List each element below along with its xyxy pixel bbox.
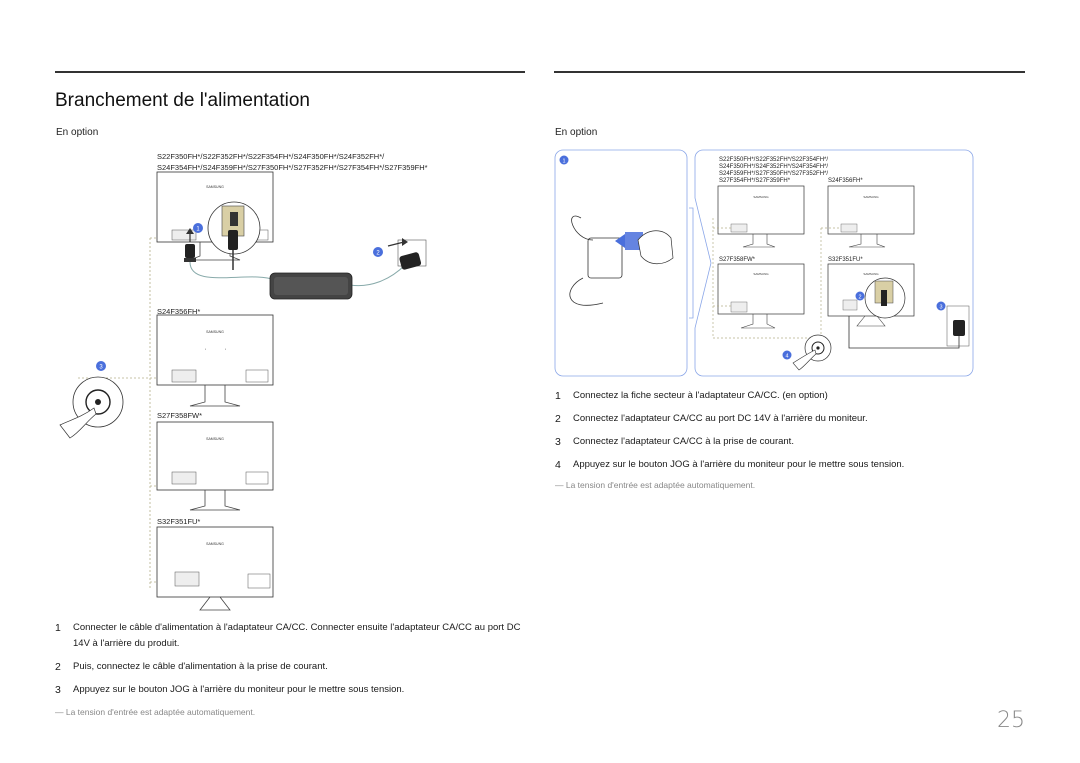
right-callout-4-text: 4 bbox=[785, 354, 788, 360]
left-callout-2-text: 2 bbox=[376, 251, 380, 257]
left-step-3-number: 3 bbox=[55, 684, 61, 696]
right-step-4: 4 Appuyez sur le bouton JOG à l'arrière d… bbox=[555, 457, 975, 473]
left-step-2-number: 2 bbox=[55, 661, 61, 673]
right-callout-1-text: 1 bbox=[562, 159, 565, 165]
page-title: Branchement de l'alimentation bbox=[55, 90, 310, 111]
right-model-list-line1: S22F350FH*/S22F352FH*/S22F354FH*/ bbox=[719, 157, 829, 163]
right-connection-diagram: 1 SAMSUNG SAMSUNG SAMSUNG SAMSUNG bbox=[554, 149, 974, 377]
left-callout-1-icon bbox=[193, 223, 203, 233]
left-monitor-4-logo: SAMSUNG bbox=[206, 542, 224, 546]
right-hand-plug-icon bbox=[637, 230, 674, 265]
right-callout-4-icon bbox=[782, 350, 792, 360]
right-step-1: 1 Connectez la fiche secteur à l'adaptate… bbox=[555, 388, 975, 404]
right-monitor-1: SAMSUNG bbox=[717, 185, 805, 248]
right-step-2-text: Connectez l'adaptateur CA/CC au port DC … bbox=[573, 413, 868, 424]
right-hand-icon bbox=[792, 349, 817, 371]
left-step-2: 2 Puis, connectez le câble d'alimentation… bbox=[55, 659, 525, 675]
option-label-right: En option bbox=[555, 127, 598, 138]
right-panel-1-frame bbox=[554, 149, 688, 377]
right-step-3: 3 Connectez l'adaptateur CA/CC à la prise… bbox=[555, 434, 975, 450]
right-adapter-icon bbox=[587, 237, 623, 279]
option-label-left: En option bbox=[56, 127, 99, 138]
right-monitor-3-logo: SAMSUNG bbox=[753, 272, 769, 276]
left-step-1: 1 Connecter le câble d'alimentation à l'a… bbox=[55, 620, 525, 652]
right-step-2-number: 2 bbox=[555, 413, 561, 425]
page-number: 25 bbox=[997, 708, 1025, 733]
right-callout-3-text: 3 bbox=[939, 305, 942, 311]
right-step-3-text: Connectez l'adaptateur CA/CC à la prise … bbox=[573, 436, 794, 447]
right-monitor-label-s27f358fw: S27F358FW* bbox=[719, 257, 756, 263]
right-model-list-line2: S24F350FH*/S24F352FH*/S24F354FH*/ bbox=[719, 164, 829, 170]
right-step-1-text: Connectez la fiche secteur à l'adaptateu… bbox=[573, 390, 828, 401]
left-monitor-4: SAMSUNG bbox=[156, 526, 274, 611]
right-step-4-number: 4 bbox=[555, 459, 561, 471]
left-connection-diagram: SAMSUNG 1 2 SAMSUNG ▪ ▪ 3 bbox=[59, 171, 427, 611]
right-step-4-text: Appuyez sur le bouton JOG à l'arrière du… bbox=[573, 459, 905, 470]
left-monitor-3-logo: SAMSUNG bbox=[206, 437, 224, 441]
left-monitor-label-s24f356fh: S24F356FH* bbox=[157, 307, 201, 316]
right-arrow-icon bbox=[625, 232, 643, 250]
left-model-list-line2: S24F354FH*/S24F359FH*/S27F350FH*/S27F352… bbox=[157, 163, 428, 172]
right-callout-2-icon bbox=[855, 291, 865, 301]
left-callout-3-text: 3 bbox=[99, 365, 103, 371]
section-rule-left bbox=[55, 71, 525, 73]
right-voltage-note: ― La tension d'entrée est adaptée automa… bbox=[555, 480, 756, 490]
right-monitor-label-s24f356fh: S24F356FH* bbox=[828, 178, 863, 184]
left-hand-icon bbox=[59, 407, 97, 439]
right-model-list-line4: S27F354FH*/S27F359FH* bbox=[719, 178, 791, 184]
left-steps-list: 1 Connecter le câble d'alimentation à l'a… bbox=[55, 620, 525, 705]
left-step-1-text: Connecter le câble d'alimentation à l'ad… bbox=[73, 622, 521, 649]
right-monitor-3: SAMSUNG bbox=[717, 263, 805, 329]
left-monitor-label-s27f358fw: S27F358FW* bbox=[157, 411, 203, 420]
right-callout-1-icon bbox=[559, 155, 569, 165]
right-monitor-label-s32f351fu: S32F351FU* bbox=[828, 257, 863, 263]
left-monitor-2: SAMSUNG ▪ ▪ bbox=[156, 314, 274, 407]
right-monitor-2-logo: SAMSUNG bbox=[863, 195, 879, 199]
right-callout-2-text: 2 bbox=[858, 295, 861, 301]
left-callout-1-text: 1 bbox=[196, 227, 200, 233]
left-monitor-label-s32f351fu: S32F351FU* bbox=[157, 517, 201, 526]
left-step-3-text: Appuyez sur le bouton JOG à l'arrière du… bbox=[73, 684, 405, 695]
left-monitor-1-logo: SAMSUNG bbox=[206, 185, 224, 189]
left-step-1-number: 1 bbox=[55, 622, 61, 634]
right-step-2: 2 Connectez l'adaptateur CA/CC au port DC… bbox=[555, 411, 975, 427]
left-voltage-note: ― La tension d'entrée est adaptée automa… bbox=[55, 707, 256, 717]
section-rule-right bbox=[554, 71, 1025, 73]
right-step-1-number: 1 bbox=[555, 390, 561, 402]
right-steps-list: 1 Connectez la fiche secteur à l'adaptate… bbox=[555, 388, 975, 480]
left-callout-2-icon bbox=[373, 247, 383, 257]
right-monitor-1-logo: SAMSUNG bbox=[753, 195, 769, 199]
right-callout-3-icon bbox=[936, 301, 946, 311]
left-model-list-line1: S22F350FH*/S22F352FH*/S22F354FH*/S24F350… bbox=[157, 152, 385, 161]
right-panel-2-frame bbox=[694, 149, 974, 377]
right-step-3-number: 3 bbox=[555, 436, 561, 448]
left-monitor-3: SAMSUNG bbox=[156, 421, 274, 511]
right-monitor-4: SAMSUNG bbox=[827, 263, 915, 327]
right-monitor-2: SAMSUNG bbox=[827, 185, 915, 248]
left-step-2-text: Puis, connectez le câble d'alimentation … bbox=[73, 661, 328, 672]
svg-text:▪: ▪ bbox=[205, 347, 206, 351]
left-callout-3-icon bbox=[96, 361, 106, 371]
left-step-3: 3 Appuyez sur le bouton JOG à l'arrière d… bbox=[55, 682, 525, 698]
right-monitor-4-logo: SAMSUNG bbox=[863, 272, 879, 276]
right-model-list-line3: S24F359FH*/S27F350FH*/S27F352FH*/ bbox=[719, 171, 829, 177]
left-monitor-2-logo: SAMSUNG bbox=[206, 330, 224, 334]
left-monitor-1: SAMSUNG bbox=[156, 171, 274, 270]
svg-text:▪: ▪ bbox=[225, 347, 226, 351]
